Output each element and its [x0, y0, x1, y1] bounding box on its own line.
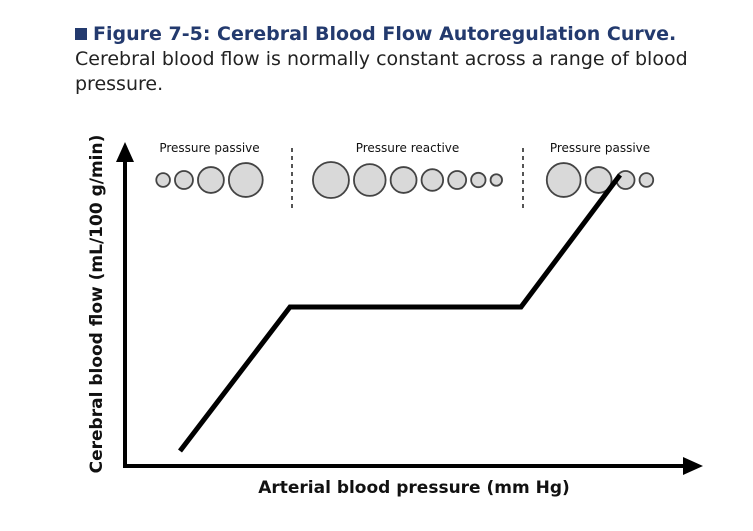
figure-title: Figure 7-5: Cerebral Blood Flow Autoregu…: [75, 22, 735, 46]
vessel-circle-icon: [197, 166, 225, 194]
x-axis-label: Arterial blood pressure (mm Hg): [258, 478, 570, 498]
vessel-circle-icon: [227, 162, 264, 198]
region-annotations: Pressure passive Pressure reactive Pressur…: [159, 141, 650, 212]
vessel-circle-icon: [584, 166, 613, 194]
vessel-circle-icon: [155, 172, 171, 188]
region-label: Pressure reactive: [356, 141, 460, 155]
figure-label: Figure 7-5: Cerebral Blood Flow Autoregu…: [93, 23, 677, 45]
region-label: Pressure passive: [159, 141, 259, 155]
chart-area: Arterial blood pressure (mm Hg) Cerebral…: [75, 128, 735, 523]
vessel-circle-icon: [174, 170, 194, 190]
autoregulation-curve: [178, 173, 622, 453]
region-label: Pressure passive: [550, 141, 650, 155]
vessel-circle-icon: [638, 172, 655, 188]
figure-caption: Figure 7-5: Cerebral Blood Flow Autoregu…: [75, 22, 735, 97]
vessel-circle-icon: [545, 162, 582, 198]
curve-layer: [178, 173, 622, 453]
bullet-square-icon: [75, 28, 87, 40]
x-axis-arrow-icon: [683, 457, 703, 475]
figure-description: Cerebral blood flow is normally constant…: [75, 48, 688, 95]
y-axis-label: Cerebral blood flow (mL/100 g/min): [87, 135, 107, 474]
vessel-diagrams: [155, 161, 655, 199]
vessel-circle-icon: [353, 163, 387, 197]
y-axis-arrow-icon: [116, 142, 134, 162]
autoregulation-chart: Arterial blood pressure (mm Hg) Cerebral…: [87, 135, 703, 498]
vessel-circle-icon: [489, 173, 503, 187]
vessel-circle-icon: [389, 166, 418, 194]
vessel-circle-icon: [447, 170, 468, 190]
vessel-circle-icon: [312, 161, 350, 199]
vessel-circle-icon: [470, 171, 487, 189]
vessel-circle-icon: [420, 168, 445, 192]
